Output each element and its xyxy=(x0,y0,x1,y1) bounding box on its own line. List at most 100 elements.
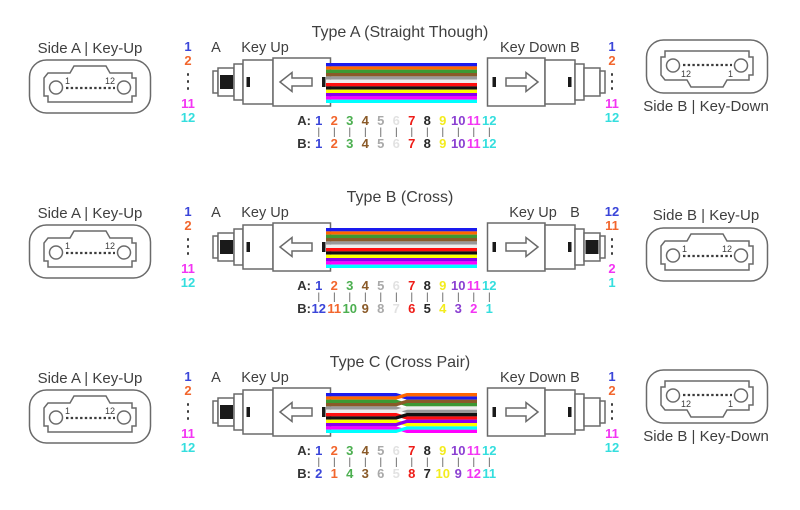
side-a-label: Side A | Key-Up xyxy=(37,205,143,222)
map-a-fiber: 5 xyxy=(377,278,385,293)
ellipsis-dot xyxy=(610,80,614,83)
connector-side-view-a xyxy=(212,222,332,272)
fiber-number: 2 xyxy=(608,53,616,68)
map-connection-bar: | xyxy=(410,292,414,303)
map-b-fiber: 3 xyxy=(454,301,462,316)
connector-side-view-b xyxy=(486,222,606,272)
map-a-fiber: 6 xyxy=(392,278,400,293)
face-fiber-12: 12 xyxy=(681,399,691,409)
fiber-number: 1 xyxy=(184,204,192,219)
map-a-fiber: 3 xyxy=(346,443,354,458)
face-fiber-12: 12 xyxy=(105,76,115,86)
map-prefix: A: xyxy=(297,278,311,293)
key-mark xyxy=(568,407,572,417)
map-a-fiber: 11 xyxy=(466,443,481,458)
map-b-fiber: 5 xyxy=(423,301,431,316)
key-orientation-right: Key Down xyxy=(499,370,567,386)
map-prefix: B: xyxy=(297,466,311,481)
end-a-label: A xyxy=(211,370,221,386)
map-connection-bar: | xyxy=(317,127,321,138)
map-a-fiber: 12 xyxy=(482,443,497,458)
right-arrow-icon xyxy=(505,235,540,259)
fiber-number: 12 xyxy=(180,110,196,125)
key-mark xyxy=(322,77,326,87)
ellipsis-dot xyxy=(186,245,190,248)
map-connection-bar: | xyxy=(379,457,383,468)
ellipsis-dot xyxy=(186,80,190,83)
map-connection-bar: | xyxy=(363,292,367,303)
ribbon-strand xyxy=(326,393,477,400)
ellipsis-dot xyxy=(610,87,614,90)
map-a-fiber: 11 xyxy=(466,278,481,293)
map-a-fiber: 8 xyxy=(423,113,431,128)
fiber-number: 2 xyxy=(184,53,192,68)
key-mark xyxy=(246,407,250,417)
end-b-label: B xyxy=(570,205,580,221)
ribbon-strand xyxy=(326,413,477,420)
fiber-number: 12 xyxy=(604,440,620,455)
map-b-fiber: 6 xyxy=(392,136,400,151)
map-connection-bar: | xyxy=(317,457,321,468)
type-a-title: Type A (Straight Though) xyxy=(311,24,489,41)
map-a-fiber: 8 xyxy=(423,278,431,293)
map-connection-bar: | xyxy=(456,292,460,303)
mpo-face-side-a-keyup: 1 12 xyxy=(28,59,152,114)
map-b-fiber: 7 xyxy=(408,136,416,151)
key-mark xyxy=(492,407,496,417)
map-b-fiber: 1 xyxy=(485,301,493,316)
map-b-fiber: 7 xyxy=(392,301,400,316)
map-a-fiber: 2 xyxy=(330,278,338,293)
mpo-face-side-b-keydown: 12 1 xyxy=(645,369,769,424)
type-b-title: Type B (Cross) xyxy=(346,189,454,206)
end-b-label: B xyxy=(570,370,580,386)
ellipsis-dot xyxy=(610,245,614,248)
key-orientation-left: Key Up xyxy=(241,40,289,56)
map-a-fiber: 11 xyxy=(466,113,481,128)
left-arrow-icon xyxy=(278,400,313,424)
right-arrow-icon xyxy=(505,70,540,94)
map-a-fiber: 6 xyxy=(392,113,400,128)
map-b-fiber: 12 xyxy=(466,466,481,481)
map-b-fiber: 3 xyxy=(361,466,369,481)
map-connection-bar: | xyxy=(332,127,336,138)
map-connection-bar: | xyxy=(332,292,336,303)
mpo-face-side-b-keydown: 12 1 xyxy=(645,39,769,94)
map-connection-bar: | xyxy=(425,457,429,468)
map-connection-bar: | xyxy=(472,127,476,138)
map-b-fiber: 12 xyxy=(311,301,326,316)
map-b-fiber: 5 xyxy=(377,136,385,151)
side-a-label: Side A | Key-Up xyxy=(37,370,143,387)
connector-side-view-a xyxy=(212,387,332,437)
map-connection-bar: | xyxy=(379,127,383,138)
ribbon-cable xyxy=(326,63,477,103)
fiber-number: 1 xyxy=(608,369,616,384)
map-connection-bar: | xyxy=(487,292,491,303)
map-a-fiber: 9 xyxy=(439,113,447,128)
map-a-fiber: 5 xyxy=(377,113,385,128)
fiber-number: 2 xyxy=(608,261,616,276)
map-a-fiber: 4 xyxy=(361,278,369,293)
map-b-fiber: 11 xyxy=(466,136,481,151)
ellipsis-dot xyxy=(186,238,190,241)
ferrule-ribbon-bar xyxy=(585,240,599,254)
left-arrow-icon xyxy=(278,235,313,259)
map-a-fiber: 1 xyxy=(315,443,323,458)
key-orientation-right: Key Down xyxy=(499,40,567,56)
map-prefix: B: xyxy=(297,301,311,316)
mpo-face-side-b-keyup: 1 12 xyxy=(645,227,769,282)
ribbon-strand xyxy=(326,426,477,433)
map-a-fiber: 1 xyxy=(315,113,323,128)
map-connection-bar: | xyxy=(379,292,383,303)
end-a-label: A xyxy=(211,205,221,221)
map-a-fiber: 3 xyxy=(346,113,354,128)
connector-side-view-b xyxy=(486,387,606,437)
right-arrow-icon xyxy=(505,400,540,424)
side-b-label: Side B | Key-Down xyxy=(643,98,769,115)
ferrule-ribbon-bar xyxy=(220,75,233,89)
fiber-number: 11 xyxy=(605,426,619,441)
